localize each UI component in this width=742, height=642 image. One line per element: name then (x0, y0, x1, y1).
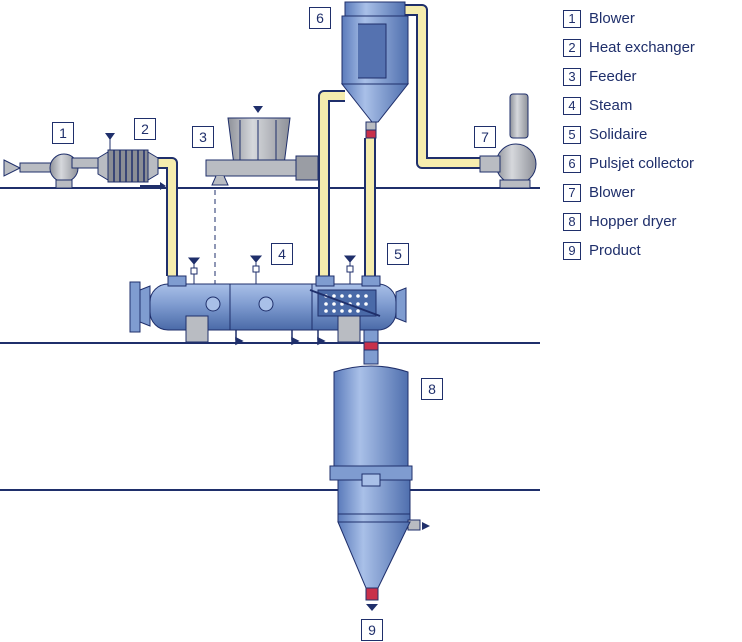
legend-label: Blower (589, 10, 635, 27)
callout-feeder: 3 (192, 126, 214, 148)
legend-number: 7 (563, 183, 581, 202)
callout-heat-exchanger: 2 (134, 118, 156, 140)
legend-number: 4 (563, 96, 581, 115)
callout-blower-1: 1 (52, 122, 74, 144)
legend-item: 7 Blower (563, 178, 738, 207)
legend-number: 6 (563, 154, 581, 173)
legend-item: 3 Feeder (563, 62, 738, 91)
legend-item: 8 Hopper dryer (563, 207, 738, 236)
blower-7 (479, 93, 537, 189)
legend-item: 5 Solidaire (563, 120, 738, 149)
callout-hopper-dryer: 8 (421, 378, 443, 400)
steam-inlets (187, 255, 357, 284)
legend-label: Pulsjet collector (589, 155, 695, 172)
callout-pulsjet-collector: 6 (309, 7, 331, 29)
feeder (205, 106, 319, 285)
legend-label: Product (589, 242, 641, 259)
legend-number: 1 (563, 9, 581, 28)
legend-item: 2 Heat exchanger (563, 33, 738, 62)
legend-number: 9 (563, 241, 581, 260)
hopper-feed-valve (363, 329, 379, 365)
legend-number: 8 (563, 212, 581, 231)
hopper-dryer (329, 365, 430, 611)
legend-item: 9 Product (563, 236, 738, 265)
legend-item: 4 Steam (563, 91, 738, 120)
legend-item: 1 Blower (563, 4, 738, 33)
legend-item: 6 Pulsjet collector (563, 149, 738, 178)
legend-number: 5 (563, 125, 581, 144)
legend-label: Feeder (589, 68, 637, 85)
heat-exchanger (97, 133, 166, 190)
legend-label: Blower (589, 184, 635, 201)
pulsjet-collector (340, 1, 410, 139)
solidaire-drum (129, 275, 407, 346)
legend-number: 2 (563, 38, 581, 57)
legend-number: 3 (563, 67, 581, 86)
legend-label: Solidaire (589, 126, 648, 143)
legend-label: Steam (589, 97, 633, 114)
callout-product: 9 (361, 619, 383, 641)
legend-label: Heat exchanger (589, 39, 695, 56)
callout-solidaire: 5 (387, 243, 409, 265)
blower-1 (3, 153, 101, 189)
callout-blower-7: 7 (474, 126, 496, 148)
callout-steam: 4 (271, 243, 293, 265)
floor-lines (0, 187, 540, 491)
legend-label: Hopper dryer (589, 213, 677, 230)
